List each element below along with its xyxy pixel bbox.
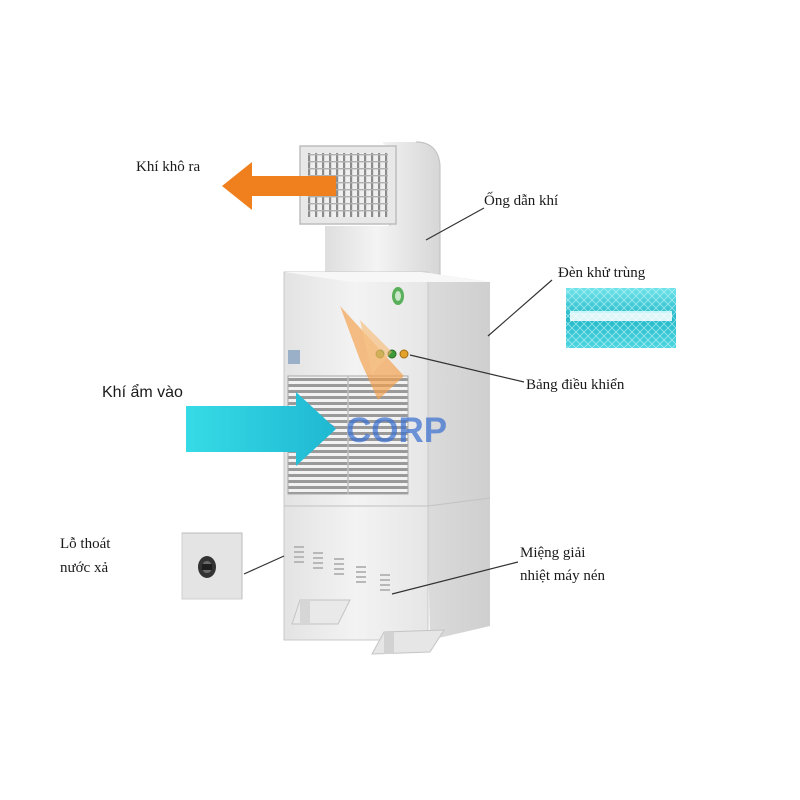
- drain-plug-icon: [198, 556, 216, 578]
- label-air-duct: Ống dẫn khí: [484, 193, 559, 209]
- leader-control-panel: [409, 354, 525, 383]
- indicator-light-icon: [399, 349, 409, 359]
- label-drain-hole-line1: Lỗ thoát: [60, 536, 111, 552]
- uv-lamp-inset: [566, 288, 676, 348]
- watermark-text: CORP: [346, 411, 447, 450]
- label-control-panel: Bảng điều khiển: [526, 377, 625, 393]
- leader-lines: [243, 207, 553, 595]
- label-humid-air-in: Khí ẩm vào: [102, 384, 183, 401]
- leader-air-duct: [425, 207, 485, 241]
- label-uv-lamp: Đèn khử trùng: [558, 265, 646, 281]
- logo-badge-icon: [392, 287, 404, 305]
- dry-air-outflow-arrow: [222, 162, 336, 210]
- cabinet-feet: [291, 599, 445, 655]
- leader-compressor-vent: [391, 561, 519, 595]
- drain-hole-inset: [181, 532, 243, 600]
- humid-air-inflow-arrow: [186, 392, 336, 466]
- label-compressor-vent-line1: Miệng giải: [520, 545, 586, 561]
- label-dry-air-out: Khí khô ra: [136, 159, 201, 175]
- compressor-vents: [294, 546, 390, 591]
- exhaust-grille: [299, 145, 397, 225]
- label-compressor-vent-line2: nhiệt máy nén: [520, 568, 605, 584]
- leader-uv-lamp: [487, 279, 553, 337]
- leader-drain-hole: [243, 555, 285, 575]
- label-drain-hole-line2: nước xả: [60, 560, 109, 576]
